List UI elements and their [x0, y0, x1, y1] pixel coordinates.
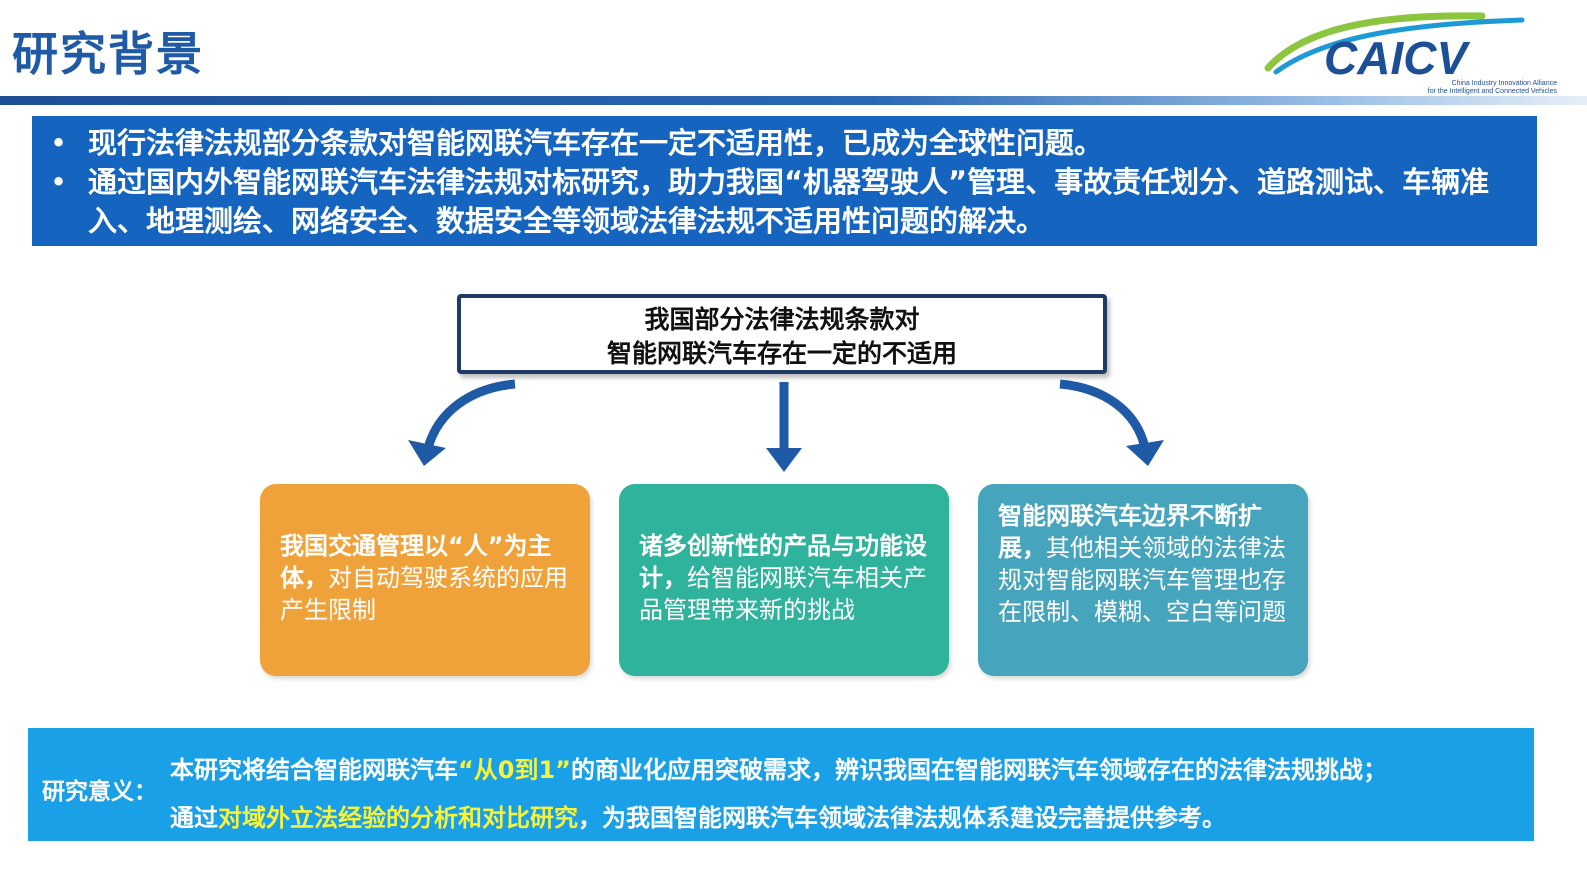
card-bold-text: 智能网联汽车边界不断扩展， — [998, 502, 1262, 562]
card-text: 对自动驾驶系统的应用产生限制 — [280, 564, 568, 624]
card-text: 给智能网联汽车相关产品管理带来新的挑战 — [639, 564, 927, 624]
arrow-center-head — [766, 448, 802, 472]
issue-card-innovation: 诸多创新性的产品与功能设计，给智能网联汽车相关产品管理带来新的挑战 — [619, 484, 949, 676]
logo-subtitle-line: for the Intelligent and Connected Vehicl… — [1427, 88, 1557, 95]
bullet-item: 现行法律法规部分条款对智能网联汽车存在一定不适用性，已成为全球性问题。 — [44, 124, 1507, 163]
page-title: 研究背景 — [12, 27, 204, 81]
central-statement-line: 智能网联汽车存在一定的不适用 — [606, 339, 957, 368]
arrow-right-icon — [1059, 379, 1150, 450]
significance-line-2: 通过对域外立法经验的分析和对比研究，为我国智能网联汽车领域法律法规体系建设完善提… — [170, 798, 1226, 833]
significance-text: 本研究将结合智能网联汽车 — [170, 756, 458, 784]
significance-line-1: 本研究将结合智能网联汽车“从0到1”的商业化应用突破需求，辨识我国在智能网联汽车… — [170, 750, 1387, 785]
card-bold-text: 诸多创新性的产品与功能设计， — [639, 532, 927, 592]
arrow-left-head — [408, 440, 446, 466]
central-statement-box: 我国部分法律法规条款对 智能网联汽车存在一定的不适用 — [457, 294, 1107, 374]
card-text: 其他相关领域的法律法规对智能网联汽车管理也存在限制、模糊、空白等问题 — [998, 534, 1286, 626]
arrow-right-head — [1126, 440, 1164, 466]
caicv-logo: CAICV — [1264, 12, 1525, 84]
significance-highlight: “从0到1” — [458, 756, 571, 784]
logo-subtitle-line: China Industry Innovation Alliance — [1451, 80, 1557, 87]
title-divider — [0, 96, 1587, 105]
significance-text: 通过 — [170, 804, 218, 832]
significance-label: 研究意义： — [42, 779, 157, 805]
flow-arrows — [408, 379, 1164, 472]
bullet-item: 通过国内外智能网联汽车法律法规对标研究，助力我国“机器驾驶人”管理、事故责任划分… — [44, 163, 1507, 241]
significance-text: 的商业化应用突破需求，辨识我国在智能网联汽车领域存在的法律法规挑战； — [570, 756, 1387, 784]
arrow-left-icon — [423, 379, 516, 450]
issue-card-boundary: 智能网联汽车边界不断扩展，其他相关领域的法律法规对智能网联汽车管理也存在限制、模… — [978, 484, 1308, 676]
logo-subtitle: China Industry Innovation Alliance for t… — [1428, 80, 1557, 96]
issue-card-traffic-management: 我国交通管理以“人”为主体，对自动驾驶系统的应用产生限制 — [260, 484, 590, 676]
significance-text: ，为我国智能网联汽车领域法律法规体系建设完善提供参考。 — [578, 804, 1226, 832]
card-bold-text: 我国交通管理以“人”为主体， — [280, 532, 552, 592]
significance-highlight: 对域外立法经验的分析和对比研究 — [218, 804, 578, 832]
svg-text:CAICV: CAICV — [1324, 32, 1470, 84]
central-statement-line: 我国部分法律法规条款对 — [644, 305, 920, 334]
significance-banner: 研究意义： 本研究将结合智能网联汽车“从0到1”的商业化应用突破需求，辨识我国在… — [28, 728, 1534, 841]
summary-banner: 现行法律法规部分条款对智能网联汽车存在一定不适用性，已成为全球性问题。 通过国内… — [32, 116, 1537, 246]
